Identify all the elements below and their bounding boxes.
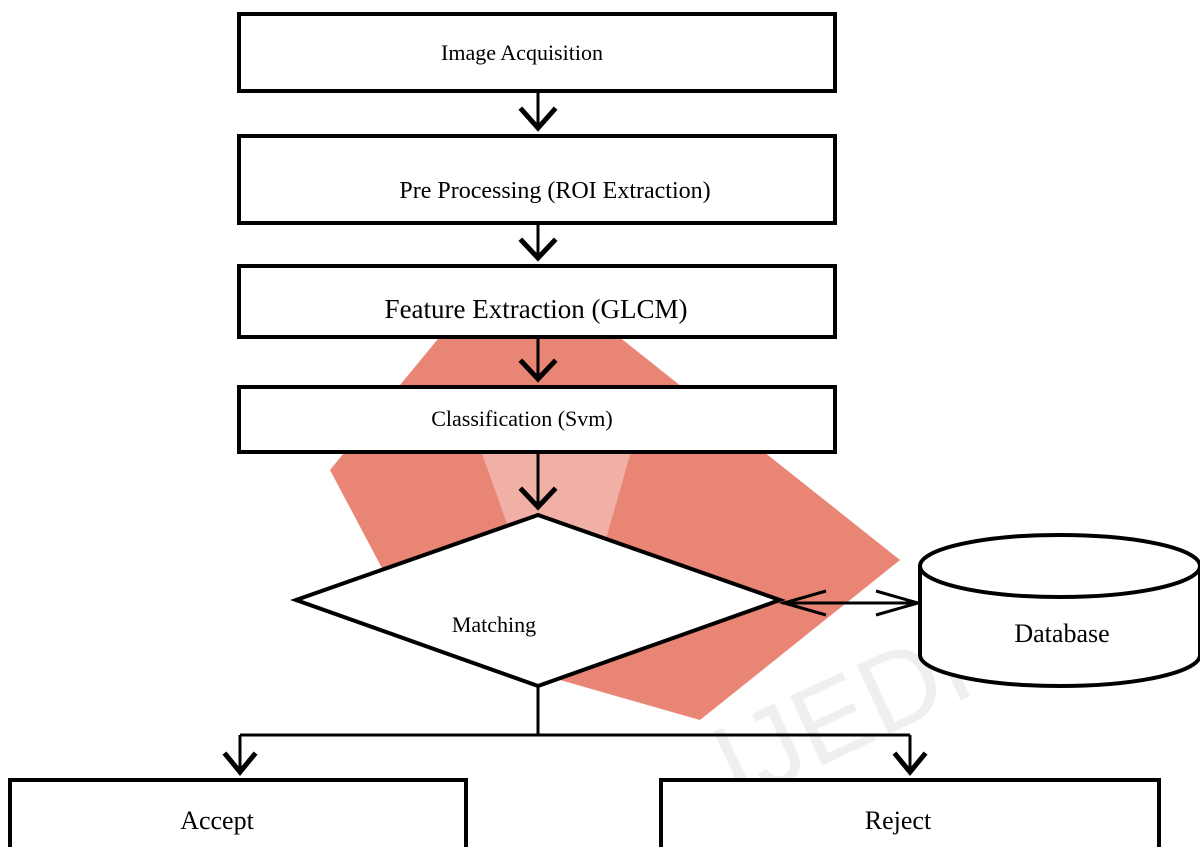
feature-extraction-label: Feature Extraction (GLCM) xyxy=(385,294,688,324)
database-link-head-left xyxy=(778,589,827,617)
matching-label: Matching xyxy=(452,612,536,637)
accept-label: Accept xyxy=(180,806,254,835)
arrow-2-head xyxy=(518,237,558,262)
pre-processing-box xyxy=(237,134,837,225)
feature-extraction-box xyxy=(237,264,837,339)
accept-box xyxy=(8,778,468,847)
arrow-3-head xyxy=(518,358,558,383)
reject-arrow-head xyxy=(892,751,928,776)
database-label: Database xyxy=(1014,619,1109,648)
reject-label: Reject xyxy=(865,806,932,835)
arrow-4-head xyxy=(518,486,558,511)
arrow-1-head xyxy=(518,106,558,132)
database-cylinder xyxy=(918,533,1200,688)
image-acquisition-label: Image Acquisition xyxy=(441,40,603,65)
reject-box xyxy=(659,778,1161,847)
pre-processing-label: Pre Processing (ROI Extraction) xyxy=(399,178,710,204)
accept-arrow-head xyxy=(222,751,258,776)
classification-label: Classification (Svm) xyxy=(431,406,612,431)
